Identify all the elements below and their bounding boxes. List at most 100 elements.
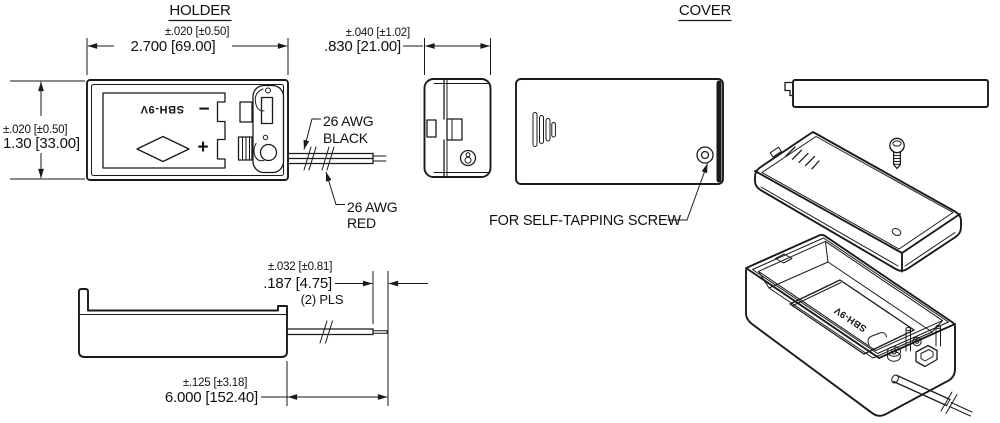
break-mark — [326, 146, 335, 171]
dim-holder-height: ±.020 [±0.50] 1.30 [33.00] — [3, 80, 85, 180]
height-tolerance: ±.020 [±0.50] — [3, 124, 67, 136]
screw-hole-outer — [696, 146, 714, 164]
wire-red-color: RED — [347, 215, 376, 231]
box-floor — [768, 261, 933, 359]
wire-iso-end — [946, 399, 951, 406]
terminal-block — [252, 84, 285, 174]
break-mark — [308, 146, 317, 171]
break-mark — [303, 146, 312, 171]
screw-boss-detail — [465, 152, 471, 158]
box-wall-corner — [824, 240, 829, 263]
depth-tolerance: ±.040 [±1.02] — [346, 27, 410, 39]
snap-terminal-2 — [237, 136, 253, 161]
dim-lead-length: ±.125 [±3.18] 6.000 [152.40] — [165, 361, 388, 406]
strip-tolerance: ±.032 [±0.81] — [268, 261, 332, 273]
dim-holder-depth: ±.040 [±1.02] .830 [21.00] — [324, 27, 491, 75]
cover-iso-view — [754, 131, 962, 273]
screw-hole-inner — [700, 150, 710, 160]
screw-boss-front — [259, 143, 278, 162]
screw-head-top — [892, 140, 902, 147]
cover-hook — [784, 81, 794, 97]
cover-title: COVER — [678, 2, 732, 22]
terminal-rivet-center — [914, 339, 920, 344]
holder-front-view: SBH-9V − + — [86, 79, 289, 181]
latch-tab-near — [915, 344, 938, 368]
wire-channel-top — [254, 88, 265, 112]
lead-tolerance: ±.125 [±3.18] — [183, 377, 247, 389]
latch-notch — [446, 118, 463, 141]
latch-tab-hole — [920, 349, 934, 362]
grip-ridge — [551, 122, 556, 138]
leader-black-wire — [303, 118, 321, 150]
leader-screw-note — [667, 163, 708, 221]
box-iso-wires — [891, 374, 973, 417]
box-wall-corner — [758, 270, 770, 289]
cover-iso-top-far-edges — [754, 170, 961, 254]
battery-plus: + — [198, 137, 209, 158]
holder-iso-view: SBH-9V — [745, 233, 973, 417]
box-wall-corner — [931, 320, 943, 333]
grip-ridge-iso — [798, 152, 809, 164]
width-value: 2.700 [69.00] — [131, 38, 216, 55]
box-iso-near-rim-edges — [745, 267, 956, 359]
wire-iso-tip — [949, 406, 971, 417]
break-mark — [321, 146, 330, 171]
self-tapping-screw — [889, 137, 905, 170]
depth-value: .830 [21.00] — [324, 38, 401, 55]
cover-title-text: COVER — [679, 2, 732, 19]
holder-outline — [86, 79, 289, 181]
cover-iso-lip — [904, 232, 956, 267]
strip-places-note: (2) PLS — [301, 292, 344, 307]
grip-ridge-iso — [791, 149, 803, 160]
grip-ridge-iso — [785, 146, 796, 157]
box-rim-outer — [752, 237, 949, 354]
latch-hole-far — [775, 253, 793, 264]
break-mark — [945, 394, 958, 414]
cover-edge-band — [716, 80, 722, 183]
holder-side-view — [423, 78, 492, 178]
wire-iso-tip — [950, 402, 973, 413]
terminal-post-top — [935, 325, 942, 329]
grip-ridge — [545, 118, 551, 142]
snap-spring — [867, 332, 887, 346]
break-mark — [319, 320, 328, 344]
cover-iso-clip-notch — [769, 146, 782, 158]
screw-boss-detail — [464, 156, 472, 164]
screw-shank — [892, 151, 902, 170]
break-mark — [325, 320, 333, 344]
wire-black-gauge: 26 AWG — [323, 113, 373, 129]
wire-red-gauge: 26 AWG — [347, 199, 397, 215]
height-value: 1.30 [33.00] — [3, 135, 80, 152]
side-outline — [423, 78, 492, 178]
holder-wires: 26 AWG BLACK 26 AWG RED — [287, 113, 398, 231]
grip-ridge-iso — [804, 155, 816, 167]
cover-iso-screw-hole — [891, 228, 902, 236]
wire-iso — [896, 374, 951, 401]
holder-title-text: HOLDER — [169, 2, 231, 19]
screw-boss-side — [459, 149, 477, 167]
cover-edge-outline — [792, 79, 989, 108]
battery-label-edge — [792, 282, 842, 306]
terminal-post-top — [905, 327, 912, 331]
cover-edge-view — [784, 79, 989, 108]
bottom-profile-outline — [78, 288, 288, 358]
dim-strip-length: ±.032 [±0.81] .187 [4.75] (2) PLS — [263, 261, 428, 406]
terminal-rivet — [912, 336, 922, 347]
dim-holder-width: ±.020 [±0.50] 2.700 [69.00] — [86, 26, 289, 75]
cover-iso-rim — [761, 136, 954, 250]
strip-value: .187 [4.75] — [263, 275, 332, 292]
grip-ridge — [539, 115, 544, 144]
lead-value: 6.000 [152.40] — [165, 389, 258, 406]
holder-title: HOLDER — [168, 2, 232, 22]
width-tolerance: ±.020 [±0.50] — [165, 26, 229, 38]
screw-boss-iso — [887, 346, 901, 357]
battery-outline — [102, 92, 226, 169]
cover-front-view: FOR SELF-TAPPING SCREW — [489, 78, 724, 229]
cover-outline — [515, 78, 724, 185]
box-iso-outline — [745, 233, 956, 417]
side-slot — [426, 119, 437, 138]
diamond-mark — [136, 135, 190, 163]
break-mark — [940, 391, 953, 412]
wire-iso — [892, 380, 948, 407]
